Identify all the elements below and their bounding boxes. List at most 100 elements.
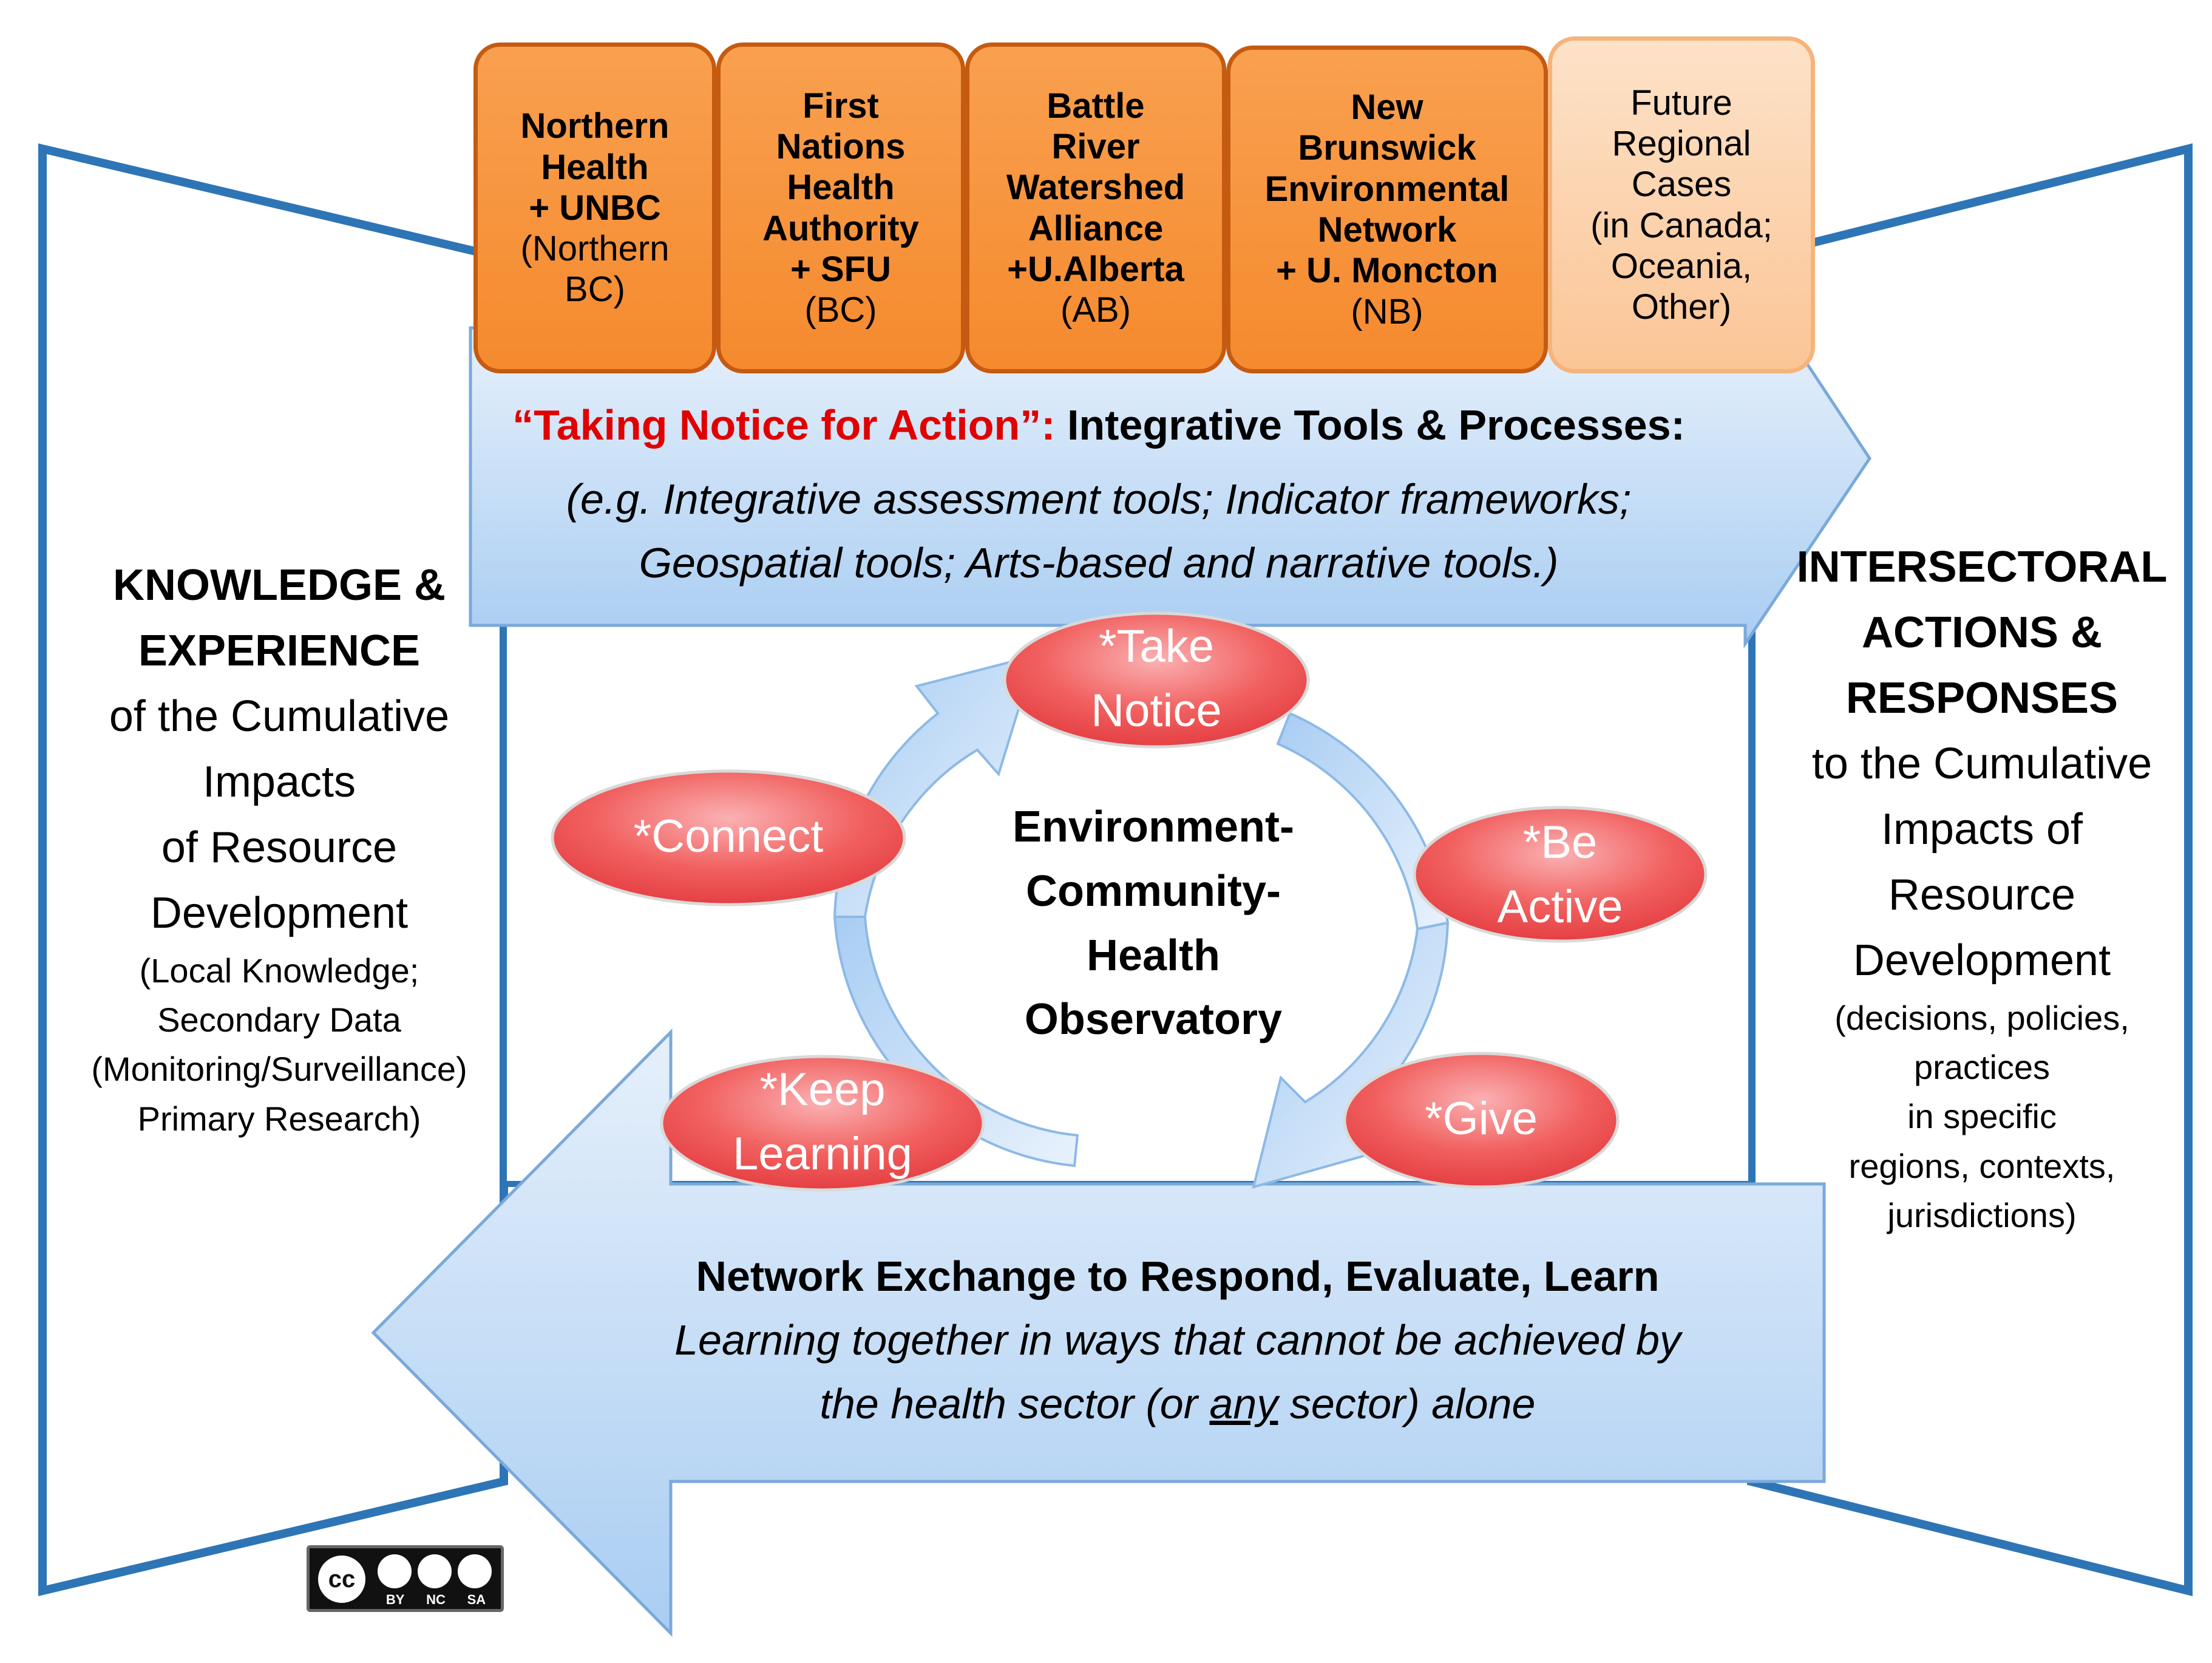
left-body-line: of Resource	[161, 823, 398, 872]
right-heading-line: ACTIONS &	[1862, 608, 2102, 657]
partner-box-first-nations: First Nations Health Authority + SFU (BC…	[716, 43, 965, 373]
partner-line: Regional	[1612, 123, 1751, 163]
step-line: *Connect	[633, 811, 824, 862]
left-detail-line: Secondary Data	[157, 1001, 401, 1039]
partner-line: (AB)	[1060, 290, 1131, 330]
license-term: SA	[467, 1592, 486, 1607]
partner-line: Health	[541, 147, 649, 187]
health-sector-post: sector) alone	[1278, 1380, 1536, 1427]
license-term: NC	[426, 1592, 446, 1607]
partner-line: (in Canada;	[1590, 205, 1773, 245]
any-underlined: any	[1209, 1380, 1278, 1427]
license-terms: BY NC SA	[375, 1592, 497, 1608]
partner-line: Cases	[1631, 165, 1732, 205]
step-line: *Keep	[759, 1064, 886, 1115]
step-be-active: *Be Active	[1414, 811, 1706, 940]
right-body-line: to the Cumulative	[1811, 740, 2153, 788]
partner-line: Battle	[1047, 86, 1145, 126]
step-connect: *Connect	[552, 804, 904, 869]
left-heading-line: EXPERIENCE	[138, 627, 421, 675]
step-line: *Be	[1522, 817, 1598, 868]
partner-line: Northern	[520, 106, 670, 146]
partner-line: New	[1351, 87, 1423, 128]
partner-line: Brunswick	[1298, 128, 1476, 168]
bottom-arrow-text: Network Exchange to Respond, Evaluate, L…	[571, 1245, 1785, 1436]
step-keep-learning: *Keep Learning	[662, 1058, 983, 1187]
by-icon	[378, 1554, 412, 1588]
health-sector-line: the health sector (or any sector) alone	[571, 1372, 1785, 1436]
partner-line: + SFU	[790, 249, 891, 289]
health-sector-pre: the health sector (or	[819, 1380, 1210, 1427]
step-line: *Take	[1098, 621, 1215, 672]
partner-line: (NB)	[1351, 291, 1423, 332]
left-detail-line: (Monitoring/Surveillance)	[91, 1050, 467, 1089]
partner-line: BC)	[565, 270, 625, 310]
left-panel-text: KNOWLEDGE & EXPERIENCE of the Cumulative…	[55, 553, 504, 1143]
partner-line: Authority	[762, 208, 919, 248]
partner-line: Health	[787, 168, 895, 208]
oval-take-notice	[1003, 611, 1310, 749]
observatory-line: Health	[1086, 931, 1221, 980]
partner-line: (BC)	[804, 290, 877, 330]
step-line: Notice	[1091, 685, 1222, 737]
partner-box-battle-river: Battle River Watershed Alliance +U.Alber…	[965, 43, 1226, 373]
right-body-line: Development	[1853, 936, 2111, 985]
step-give: *Give	[1345, 1087, 1618, 1151]
partner-line: Watershed	[1006, 168, 1186, 208]
partner-line: River	[1051, 126, 1140, 166]
right-heading-line: INTERSECTORAL	[1796, 543, 2168, 591]
oval-be-active	[1413, 806, 1708, 943]
left-detail-line: Primary Research)	[137, 1099, 421, 1138]
left-body-line: of the Cumulative	[109, 692, 450, 741]
left-body-line: Development	[150, 889, 409, 937]
observatory-label: Environment- Community- Health Observato…	[971, 795, 1335, 1052]
observatory-line: Environment-	[1012, 803, 1295, 851]
sa-icon	[458, 1554, 492, 1588]
cc-license-badge: cc BY NC SA	[307, 1545, 504, 1612]
partner-box-future-regional: Future Regional Cases (in Canada; Oceani…	[1548, 36, 1815, 373]
examples-line: Geospatial tools; Arts-based and narrati…	[639, 539, 1559, 587]
step-line: Active	[1497, 881, 1623, 933]
observatory-line: Community-	[1026, 866, 1281, 916]
partner-line: Environmental	[1264, 169, 1510, 209]
right-panel-text: INTERSECTORAL ACTIONS & RESPONSES to the…	[1757, 534, 2207, 1240]
partner-line: + UNBC	[529, 188, 661, 228]
partner-box-new-brunswick: New Brunswick Environmental Network + U.…	[1226, 46, 1548, 373]
partner-line: Future	[1630, 83, 1732, 123]
step-take-notice: *Take Notice	[1005, 614, 1308, 744]
left-panel-frame	[38, 143, 508, 1596]
top-arrow-examples: (e.g. Integrative assessment tools; Indi…	[480, 468, 1718, 595]
partner-line: Network	[1317, 210, 1457, 250]
partner-line: Alliance	[1028, 208, 1164, 248]
network-exchange-title: Network Exchange to Respond, Evaluate, L…	[696, 1253, 1660, 1300]
right-detail-line: jurisdictions)	[1887, 1195, 2077, 1234]
oval-connect	[551, 769, 906, 906]
right-body-line: Resource	[1888, 871, 2076, 919]
right-detail-line: (decisions, policies,	[1834, 999, 2129, 1037]
learning-together-line: Learning together in ways that cannot be…	[674, 1316, 1681, 1364]
right-body-line: Impacts of	[1881, 805, 2083, 854]
observatory-line: Observatory	[1024, 995, 1283, 1044]
right-detail-line: practices	[1913, 1048, 2051, 1087]
integrative-tools-title: Integrative Tools & Processes:	[1055, 401, 1685, 449]
oval-give	[1343, 1052, 1620, 1189]
top-arrow-title: “Taking Notice for Action”: Integrative …	[480, 401, 1718, 449]
partner-line: (Northern	[520, 229, 670, 269]
license-term: BY	[385, 1592, 405, 1607]
step-line: *Give	[1425, 1093, 1538, 1144]
nc-icon	[418, 1554, 452, 1588]
cycle-arrow-right	[1252, 921, 1450, 1189]
taking-notice-quote: “Taking Notice for Action”:	[512, 401, 1056, 449]
left-body-line: Impacts	[202, 758, 356, 806]
partner-line: + U. Moncton	[1276, 251, 1498, 291]
left-heading-line: KNOWLEDGE &	[113, 561, 446, 610]
oval-keep-learning	[660, 1055, 985, 1192]
partner-line: Nations	[776, 126, 906, 166]
partner-box-northern-health: Northern Health + UNBC (Northern BC)	[473, 43, 716, 373]
examples-line: (e.g. Integrative assessment tools; Indi…	[566, 475, 1632, 523]
step-line: Learning	[733, 1128, 912, 1180]
cc-icon: cc	[314, 1552, 369, 1607]
right-heading-line: RESPONSES	[1845, 674, 2119, 723]
left-detail-line: (Local Knowledge;	[139, 951, 419, 990]
partner-line: +U.Alberta	[1007, 249, 1184, 289]
